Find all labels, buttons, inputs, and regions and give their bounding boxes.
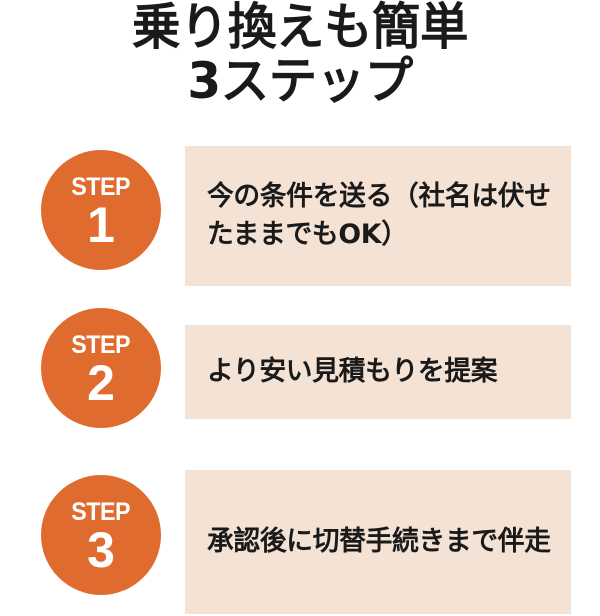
step-panel-1: 今の条件を送る（社名は伏せたままでもOK） — [185, 146, 571, 286]
step-panel-3: 承認後に切替手続きまで伴走 — [185, 470, 571, 614]
step-description-2: より安い見積もりを提案 — [207, 356, 498, 388]
page-title: 乗り換えも簡単 3ステップ — [0, 0, 600, 110]
step-item-3: STEP 3 承認後に切替手続きまで伴走 — [0, 470, 600, 616]
step-badge-2: STEP 2 — [41, 308, 161, 428]
step-badge-wrapper-1: STEP 1 — [0, 146, 185, 270]
step-badge-number-1: 1 — [87, 196, 115, 253]
step-item-2: STEP 2 より安い見積もりを提案 — [0, 308, 600, 470]
step-badge-3: STEP 3 — [41, 475, 161, 595]
step-badge-number-3: 3 — [87, 521, 115, 578]
step-badge-number-2: 2 — [87, 354, 115, 411]
step-badge-1: STEP 1 — [41, 150, 161, 270]
step-item-1: STEP 1 今の条件を送る（社名は伏せたままでもOK） — [0, 146, 600, 308]
step-badge-wrapper-3: STEP 3 — [0, 470, 185, 595]
step-badge-label-3: STEP — [71, 497, 131, 526]
step-description-1: 今の条件を送る（社名は伏せたままでもOK） — [207, 180, 551, 250]
page-title-line-2: 3ステップ — [187, 51, 413, 110]
step-description-3: 承認後に切替手続きまで伴走 — [207, 525, 551, 557]
step-panel-2: より安い見積もりを提案 — [185, 325, 571, 419]
step-badge-wrapper-2: STEP 2 — [0, 308, 185, 428]
steps-list: STEP 1 今の条件を送る（社名は伏せたままでもOK） STEP 2 より安い… — [0, 146, 600, 616]
page-title-line-1: 乗り換えも簡単 — [131, 0, 469, 56]
step-badge-label-1: STEP — [71, 172, 131, 201]
step-badge-label-2: STEP — [71, 330, 131, 359]
